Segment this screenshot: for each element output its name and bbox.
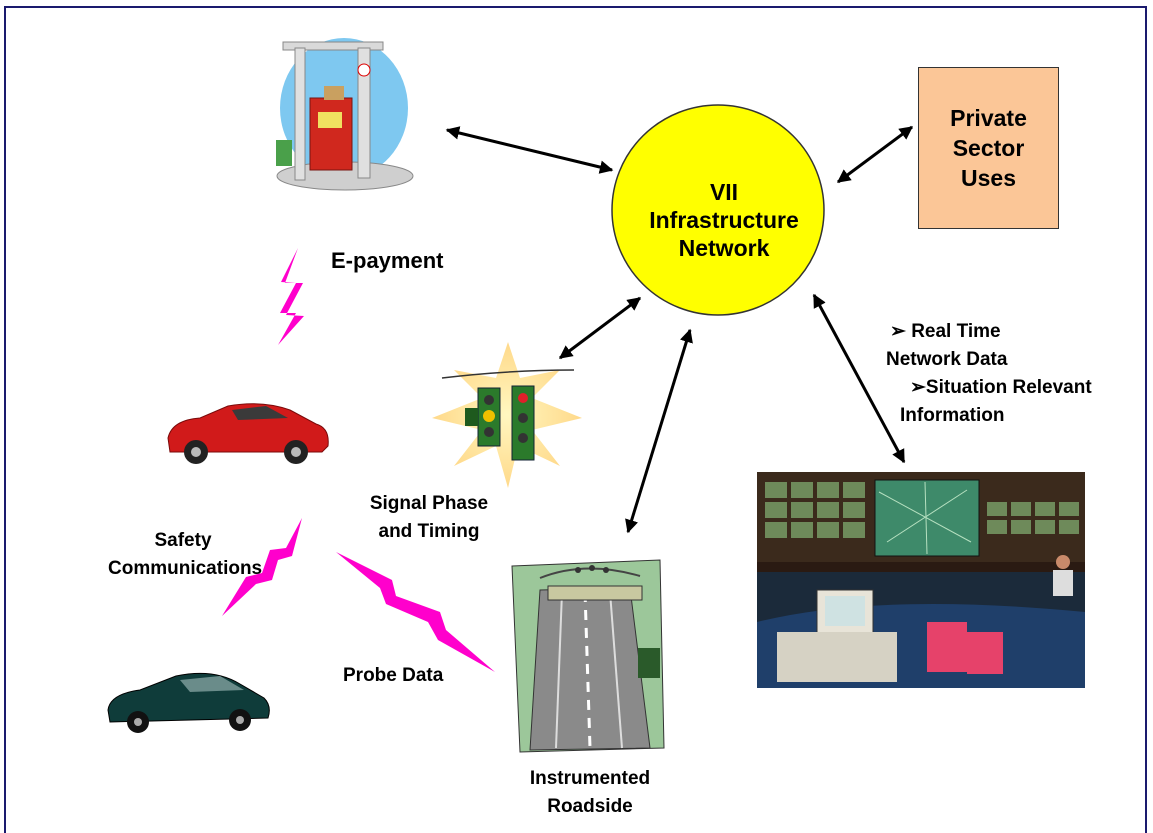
private-sector-box: Private Sector Uses <box>918 67 1059 229</box>
bullet-real-time: ➢ Real Time <box>886 318 1092 346</box>
lightning-safety <box>222 518 302 616</box>
lightning-probe <box>336 552 495 672</box>
dark-car-icon <box>107 672 270 733</box>
roadside-line2: Roadside <box>547 796 633 817</box>
control-room-image <box>757 472 1085 688</box>
private-sector-line1: Private <box>950 105 1027 131</box>
real-time-line2: Network Data <box>886 349 1008 370</box>
hub-label-line3: Network <box>678 235 770 261</box>
hub-ellipse <box>611 104 825 316</box>
arrow-hub-signal <box>558 296 642 360</box>
hub-label-line2: Infrastructure <box>649 207 799 233</box>
signal-phase-label: Signal Phase and Timing <box>344 490 514 546</box>
hub-label: VII Infrastructure Network <box>614 178 834 262</box>
situation-line2: Information <box>900 405 1005 426</box>
slide-frame <box>4 6 1147 833</box>
safety-communications-label: Safety Communications <box>108 527 263 583</box>
bullet-situation: ➢Situation Relevant <box>886 374 1092 402</box>
real-time-line1: Real Time <box>911 321 1001 342</box>
signal-phase-line2: and Timing <box>378 521 480 542</box>
hub-label-line1: VII <box>709 179 739 205</box>
gas-pump-icon <box>276 38 414 191</box>
traffic-light-icon <box>432 342 582 488</box>
instrumented-roadside-label: Instrumented Roadside <box>500 765 680 821</box>
roadside-line1: Instrumented <box>529 768 651 789</box>
private-sector-line2: Sector <box>952 135 1025 161</box>
lightning-epayment-car <box>278 248 304 345</box>
highway-icon <box>511 559 665 753</box>
info-bullets: ➢ Real Time Network Data ➢Situation Rele… <box>886 318 1092 430</box>
signal-phase-line1: Signal Phase <box>369 493 489 514</box>
arrow-hub-control <box>812 293 906 464</box>
epayment-label: E-payment <box>331 248 444 273</box>
arrow-hub-roadside <box>625 328 693 534</box>
arrow-hub-private <box>836 125 914 184</box>
probe-data-label: Probe Data <box>343 665 444 686</box>
safety-line2: Communications <box>108 558 263 579</box>
arrow-epayment-hub <box>445 126 614 174</box>
bullet-arrow-icon: ➢ <box>890 321 906 342</box>
situation-line1: Situation Relevant <box>925 377 1092 398</box>
private-sector-line3: Uses <box>961 165 1016 191</box>
red-car-icon <box>167 403 329 464</box>
safety-line1: Safety <box>154 530 212 551</box>
bullet-arrow-icon: ➢ <box>910 377 926 398</box>
